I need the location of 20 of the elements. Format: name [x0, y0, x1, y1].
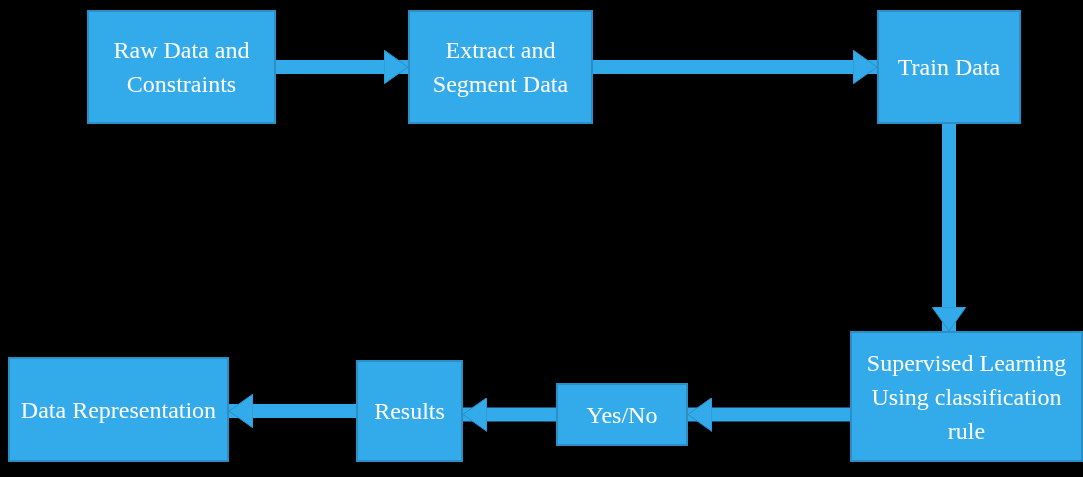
- process-box: [408, 10, 593, 124]
- arrow: [276, 49, 409, 85]
- arrow: [931, 124, 967, 332]
- box-label: Data Representation: [19, 395, 218, 425]
- arrow: [228, 393, 356, 429]
- box-label: Raw Data and Constraints: [112, 36, 251, 99]
- box-label: Train Data: [896, 53, 1002, 82]
- process-box: [877, 10, 1021, 124]
- process-box: [556, 383, 688, 446]
- box-label: Yes/No: [585, 400, 659, 430]
- process-box: [356, 360, 463, 462]
- arrow: [593, 49, 878, 85]
- box-label: Results: [373, 397, 446, 426]
- arrow: [462, 397, 556, 432]
- box-label: Extract and Segment Data: [431, 36, 570, 99]
- process-box: [87, 10, 276, 124]
- box-label: Supervised Learning Using classification rule: [865, 348, 1068, 446]
- process-box: [8, 357, 229, 462]
- process-box: [850, 331, 1083, 462]
- arrow: [687, 397, 850, 432]
